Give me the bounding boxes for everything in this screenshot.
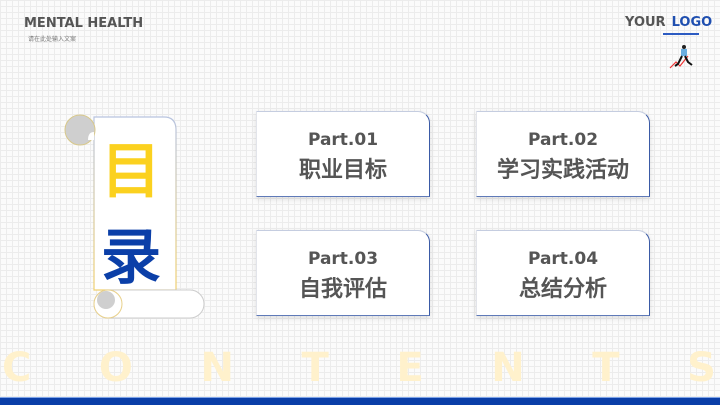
scroll-decoration — [64, 114, 205, 319]
watermark-letter: O — [98, 345, 133, 391]
watermark-letter: N — [200, 345, 234, 391]
title-char-lu: 录 — [101, 223, 161, 293]
part-title: 总结分析 — [518, 277, 607, 302]
part-title: 职业目标 — [298, 158, 387, 183]
part-label: Part.03 — [307, 249, 379, 269]
watermark-letter: S — [687, 345, 716, 391]
watermark-letter: T — [592, 345, 620, 391]
section-card-2[interactable]: Part.02 学习实践活动 — [476, 111, 650, 197]
section-card-4[interactable]: Part.04 总结分析 — [476, 230, 650, 316]
watermark-letter: C — [2, 345, 32, 391]
logo-logo: LOGO — [671, 15, 713, 30]
logo: YOUR LOGO — [625, 15, 712, 30]
brand-subtitle: 请在此处输入文案 — [28, 36, 77, 43]
watermark-letter: T — [301, 345, 329, 391]
logo-your: YOUR — [625, 15, 666, 30]
running-man-icon — [669, 45, 693, 69]
part-label: Part.01 — [307, 130, 379, 150]
logo-underline — [663, 33, 699, 35]
brand-title: MENTAL HEALTH — [24, 16, 144, 31]
footer-bar — [0, 397, 720, 405]
part-label: Part.02 — [527, 130, 599, 150]
contents-watermark: C O N T E N T S — [0, 348, 720, 388]
section-card-3[interactable]: Part.03 自我评估 — [256, 230, 430, 316]
part-title: 自我评估 — [298, 277, 387, 302]
part-label: Part.04 — [527, 249, 599, 269]
part-title: 学习实践活动 — [496, 158, 629, 183]
section-card-1[interactable]: Part.01 职业目标 — [256, 111, 430, 197]
watermark-letter: E — [396, 345, 424, 391]
title-char-mu: 目 — [101, 137, 161, 207]
watermark-letter: N — [491, 345, 525, 391]
